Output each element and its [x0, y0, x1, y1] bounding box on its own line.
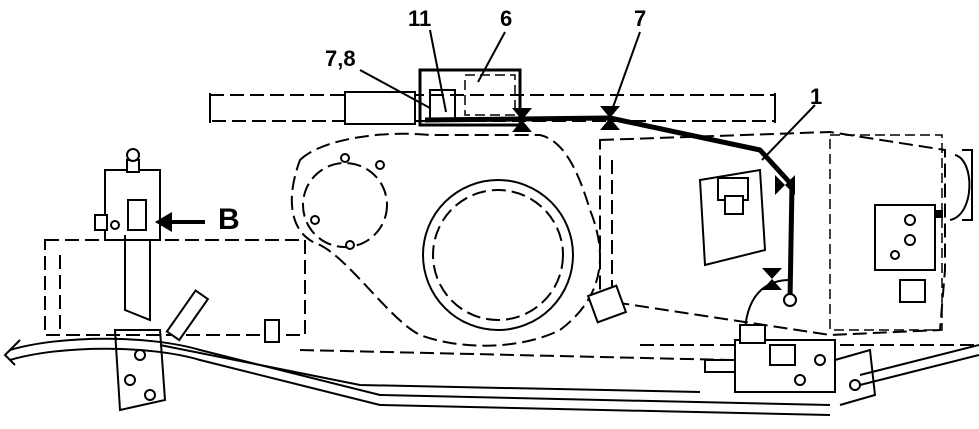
leader-lines — [359, 29, 816, 161]
left-valve-stack — [94, 148, 280, 412]
bottom-right-valve-block — [704, 324, 877, 406]
callout-1: 1 — [810, 84, 823, 109]
check-valves — [512, 106, 797, 307]
filter-cartridge — [698, 168, 767, 267]
callout-7-top: 7 — [634, 6, 647, 31]
check-valve-4 — [762, 268, 782, 290]
hydraulic-line — [424, 115, 795, 331]
right-housing — [599, 130, 973, 337]
view-arrow — [155, 212, 205, 232]
right-valve-block — [874, 204, 943, 303]
callout-7-8: 7‚8 — [325, 46, 356, 71]
callout-view-b: B — [218, 203, 240, 236]
main-bracket-plate — [290, 132, 628, 347]
bottom-pipes — [3, 337, 979, 416]
callout-11: 11 — [408, 6, 432, 31]
check-valve-2 — [600, 106, 620, 130]
check-valve-1 — [512, 108, 532, 132]
check-valve-3 — [775, 175, 795, 195]
callout-6: 6 — [500, 6, 513, 31]
